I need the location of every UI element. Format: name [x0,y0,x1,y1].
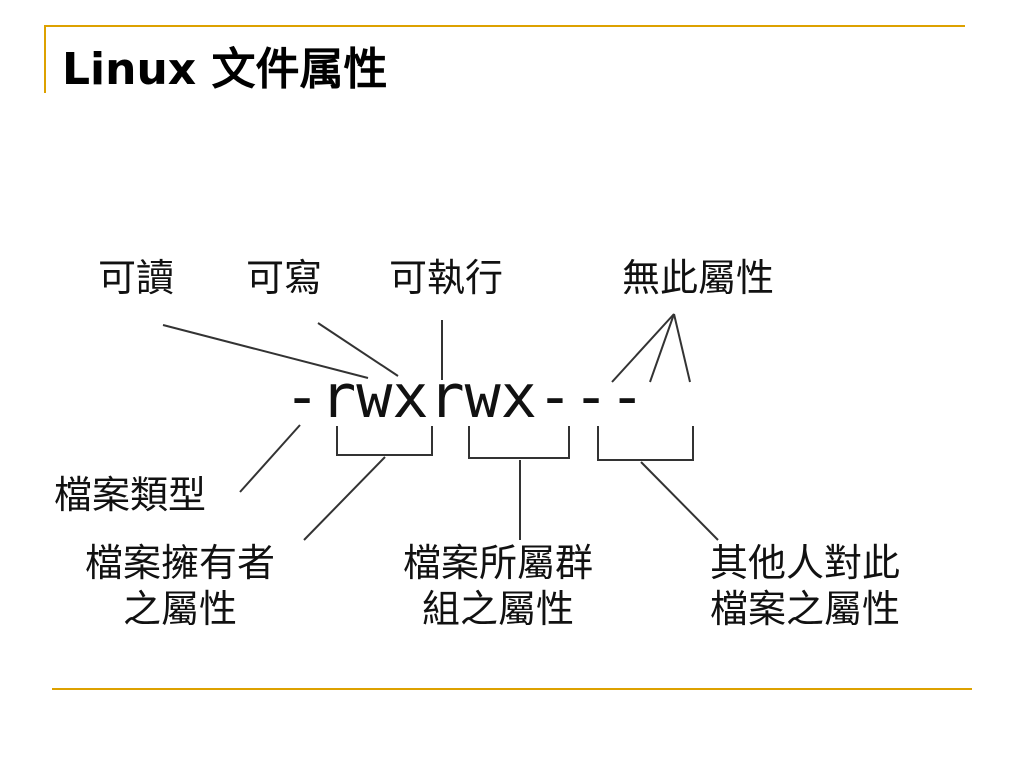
none-pointer-line-2 [649,313,675,383]
label-read: 可讀 [98,256,175,300]
group-bracket [468,426,570,459]
label-no-attribute: 無此屬性 [622,256,775,300]
permission-string: -rwxrwx--- [284,362,646,432]
label-others-line-2: 檔案之屬性 [710,587,901,632]
slide-title: Linux 文件属性 [62,44,388,95]
label-group-line-2: 組之屬性 [422,587,575,632]
top-accent-rule [44,25,965,27]
label-group-line-1: 檔案所屬群 [403,541,594,585]
owner-bracket [336,426,433,456]
label-owner-line-2: 之屬性 [123,587,238,632]
label-owner-attributes: 檔案擁有者 之屬性 [85,540,275,633]
bottom-accent-rule [52,688,972,690]
read-pointer-line [162,324,369,379]
none-pointer-line-3 [673,313,691,383]
write-pointer-line [317,322,399,377]
label-others-attributes: 其他人對此 檔案之屬性 [710,540,900,633]
none-pointer-line-1 [611,313,675,383]
others-pointer-line [640,461,719,541]
file-type-pointer-line [239,424,301,493]
label-write: 可寫 [246,256,323,300]
label-file-type: 檔案類型 [54,473,207,517]
left-accent-rule [44,25,46,93]
label-group-attributes: 檔案所屬群 組之屬性 [403,540,593,633]
owner-pointer-line [303,456,386,541]
label-owner-line-1: 檔案擁有者 [85,541,276,585]
label-others-line-1: 其他人對此 [710,541,901,585]
others-bracket [597,426,694,461]
label-execute: 可執行 [389,256,504,300]
